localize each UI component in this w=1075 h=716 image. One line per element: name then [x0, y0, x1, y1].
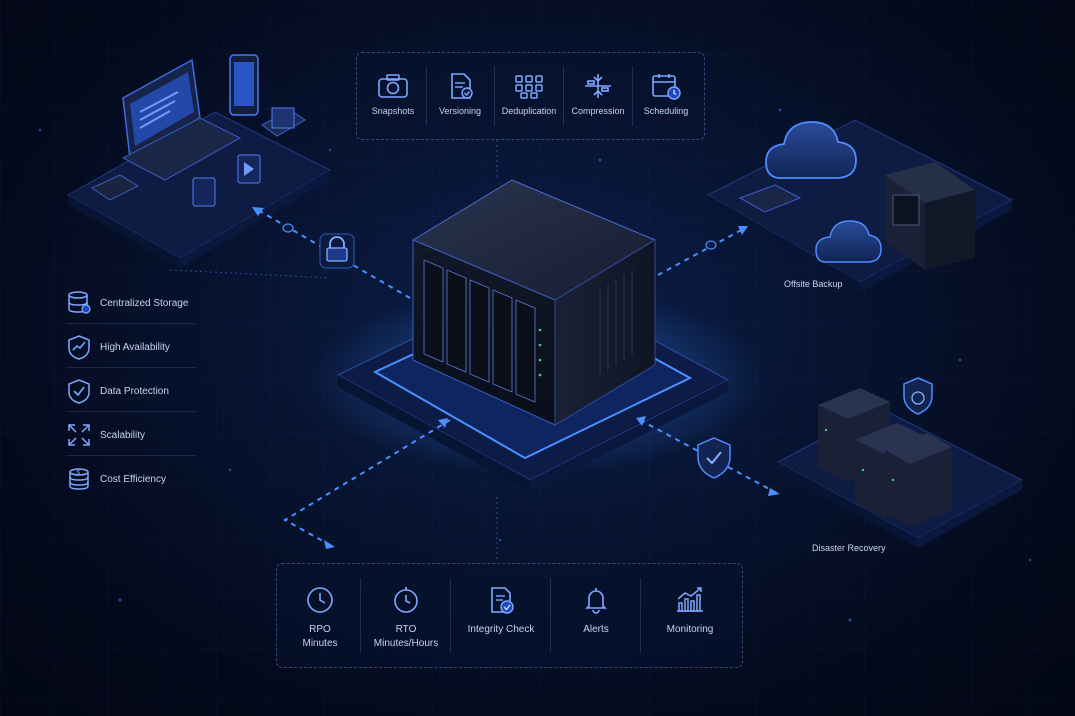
bell-icon	[581, 585, 611, 615]
offsite-backup-label: Offsite Backup	[784, 279, 842, 289]
expand-arrows-icon	[66, 422, 92, 448]
metric-integrity-check: Integrity Check	[452, 585, 550, 637]
metric-title: RTO	[362, 623, 450, 637]
calendar-clock-icon	[649, 72, 683, 100]
benefit-scalability: Scalability	[66, 415, 196, 456]
benefit-cost-efficiency: $ Cost Efficiency	[66, 459, 196, 499]
feature-label: Scheduling	[644, 106, 689, 116]
document-check-icon	[486, 585, 516, 615]
compression-icon	[581, 72, 615, 100]
metric-monitoring: Monitoring	[642, 585, 738, 637]
benefit-label: Centralized Storage	[100, 298, 188, 309]
disaster-recovery-platform	[778, 372, 1022, 548]
clock-icon	[305, 585, 335, 615]
metric-value: Minutes	[280, 637, 360, 651]
photo-device-icon	[262, 108, 305, 136]
benefit-label: Scalability	[100, 430, 145, 441]
benefit-high-availability: High Availability	[66, 327, 196, 368]
chart-trend-icon	[673, 585, 707, 615]
stopwatch-icon	[391, 585, 421, 615]
feature-snapshots[interactable]: Snapshots	[360, 72, 426, 116]
metric-title: RPO	[280, 623, 360, 637]
benefit-label: High Availability	[100, 342, 170, 353]
feature-deduplication[interactable]: Deduplication	[495, 72, 563, 116]
benefit-centralized-storage: Centralized Storage	[66, 283, 196, 324]
feature-label: Compression	[571, 106, 624, 116]
feature-label: Snapshots	[372, 106, 415, 116]
metric-title: Integrity Check	[452, 623, 550, 637]
benefit-data-protection: Data Protection	[66, 371, 196, 412]
feature-label: Deduplication	[502, 106, 557, 116]
metric-value: Minutes/Hours	[362, 637, 450, 651]
disaster-recovery-label: Disaster Recovery	[812, 543, 886, 553]
deduplication-icon	[512, 72, 546, 100]
feature-label: Versioning	[439, 106, 481, 116]
shield-sync-icon	[904, 378, 932, 414]
database-icon	[66, 290, 92, 316]
lock-icon	[320, 234, 354, 268]
shield-check-badge-icon	[698, 438, 730, 478]
feature-scheduling[interactable]: Scheduling	[633, 72, 699, 116]
phone-icon	[230, 55, 258, 115]
metric-title: Alerts	[552, 623, 640, 637]
feature-compression[interactable]: Compression	[564, 72, 632, 116]
server-rack-icon	[818, 388, 952, 527]
benefit-label: Data Protection	[100, 386, 169, 397]
metric-rpo: RPO Minutes	[280, 585, 360, 651]
benefit-label: Cost Efficiency	[100, 474, 166, 485]
metric-alerts: Alerts	[552, 585, 640, 637]
metric-rto: RTO Minutes/Hours	[362, 585, 450, 651]
versioning-icon	[443, 72, 477, 100]
shield-chart-icon	[66, 334, 92, 360]
link-offsite	[658, 228, 745, 275]
metric-title: Monitoring	[642, 623, 738, 637]
shield-check-icon	[66, 378, 92, 404]
feature-versioning[interactable]: Versioning	[427, 72, 493, 116]
coins-icon: $	[66, 466, 92, 492]
camera-icon	[376, 72, 410, 100]
client-devices-platform	[68, 55, 330, 278]
offsite-backup-platform	[708, 120, 1012, 292]
